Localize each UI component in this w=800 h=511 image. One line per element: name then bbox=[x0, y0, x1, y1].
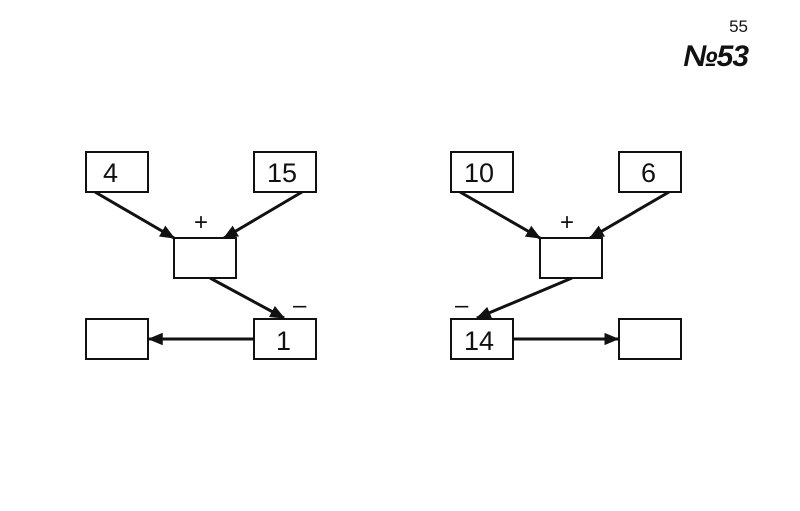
left-diagram: 4 15 + – 1 bbox=[85, 151, 317, 360]
box-left-bottom-left-empty[interactable] bbox=[85, 318, 149, 360]
box-right-bottom-right-empty[interactable] bbox=[618, 318, 682, 360]
arrow-left-top-left-to-middle bbox=[94, 190, 176, 240]
arrow-left-middle-to-bottom-right bbox=[209, 276, 286, 320]
page-number: 55 bbox=[729, 17, 748, 36]
arrow-right-top-right-to-middle bbox=[588, 190, 670, 240]
value-left-bottom-right: 1 bbox=[276, 326, 291, 356]
value-right-top-left: 10 bbox=[464, 158, 494, 188]
arrow-right-top-left-to-middle bbox=[459, 190, 542, 240]
minus-sign-left: – bbox=[293, 292, 307, 319]
minus-sign-right: – bbox=[455, 292, 469, 319]
box-left-top-right bbox=[253, 151, 317, 193]
value-left-top-right: 15 bbox=[267, 158, 297, 188]
value-right-top-right: 6 bbox=[641, 158, 656, 188]
box-left-middle-empty[interactable] bbox=[173, 237, 237, 279]
value-right-bottom-left: 14 bbox=[464, 326, 494, 356]
box-right-bottom-left bbox=[450, 318, 514, 360]
box-right-top-right bbox=[618, 151, 682, 193]
right-diagram: 10 6 + – 14 bbox=[450, 151, 682, 360]
box-left-top-left bbox=[85, 151, 149, 193]
arrow-left-top-right-to-middle bbox=[222, 190, 303, 240]
box-right-top-left bbox=[450, 151, 514, 193]
arrow-right-middle-to-bottom-left bbox=[475, 276, 573, 320]
box-right-middle-empty[interactable] bbox=[539, 237, 603, 279]
plus-sign-right: + bbox=[560, 209, 574, 236]
task-number: №53 bbox=[683, 40, 749, 73]
plus-sign-left: + bbox=[194, 209, 208, 236]
value-left-top-left: 4 bbox=[103, 158, 118, 188]
box-left-bottom-right bbox=[253, 318, 317, 360]
